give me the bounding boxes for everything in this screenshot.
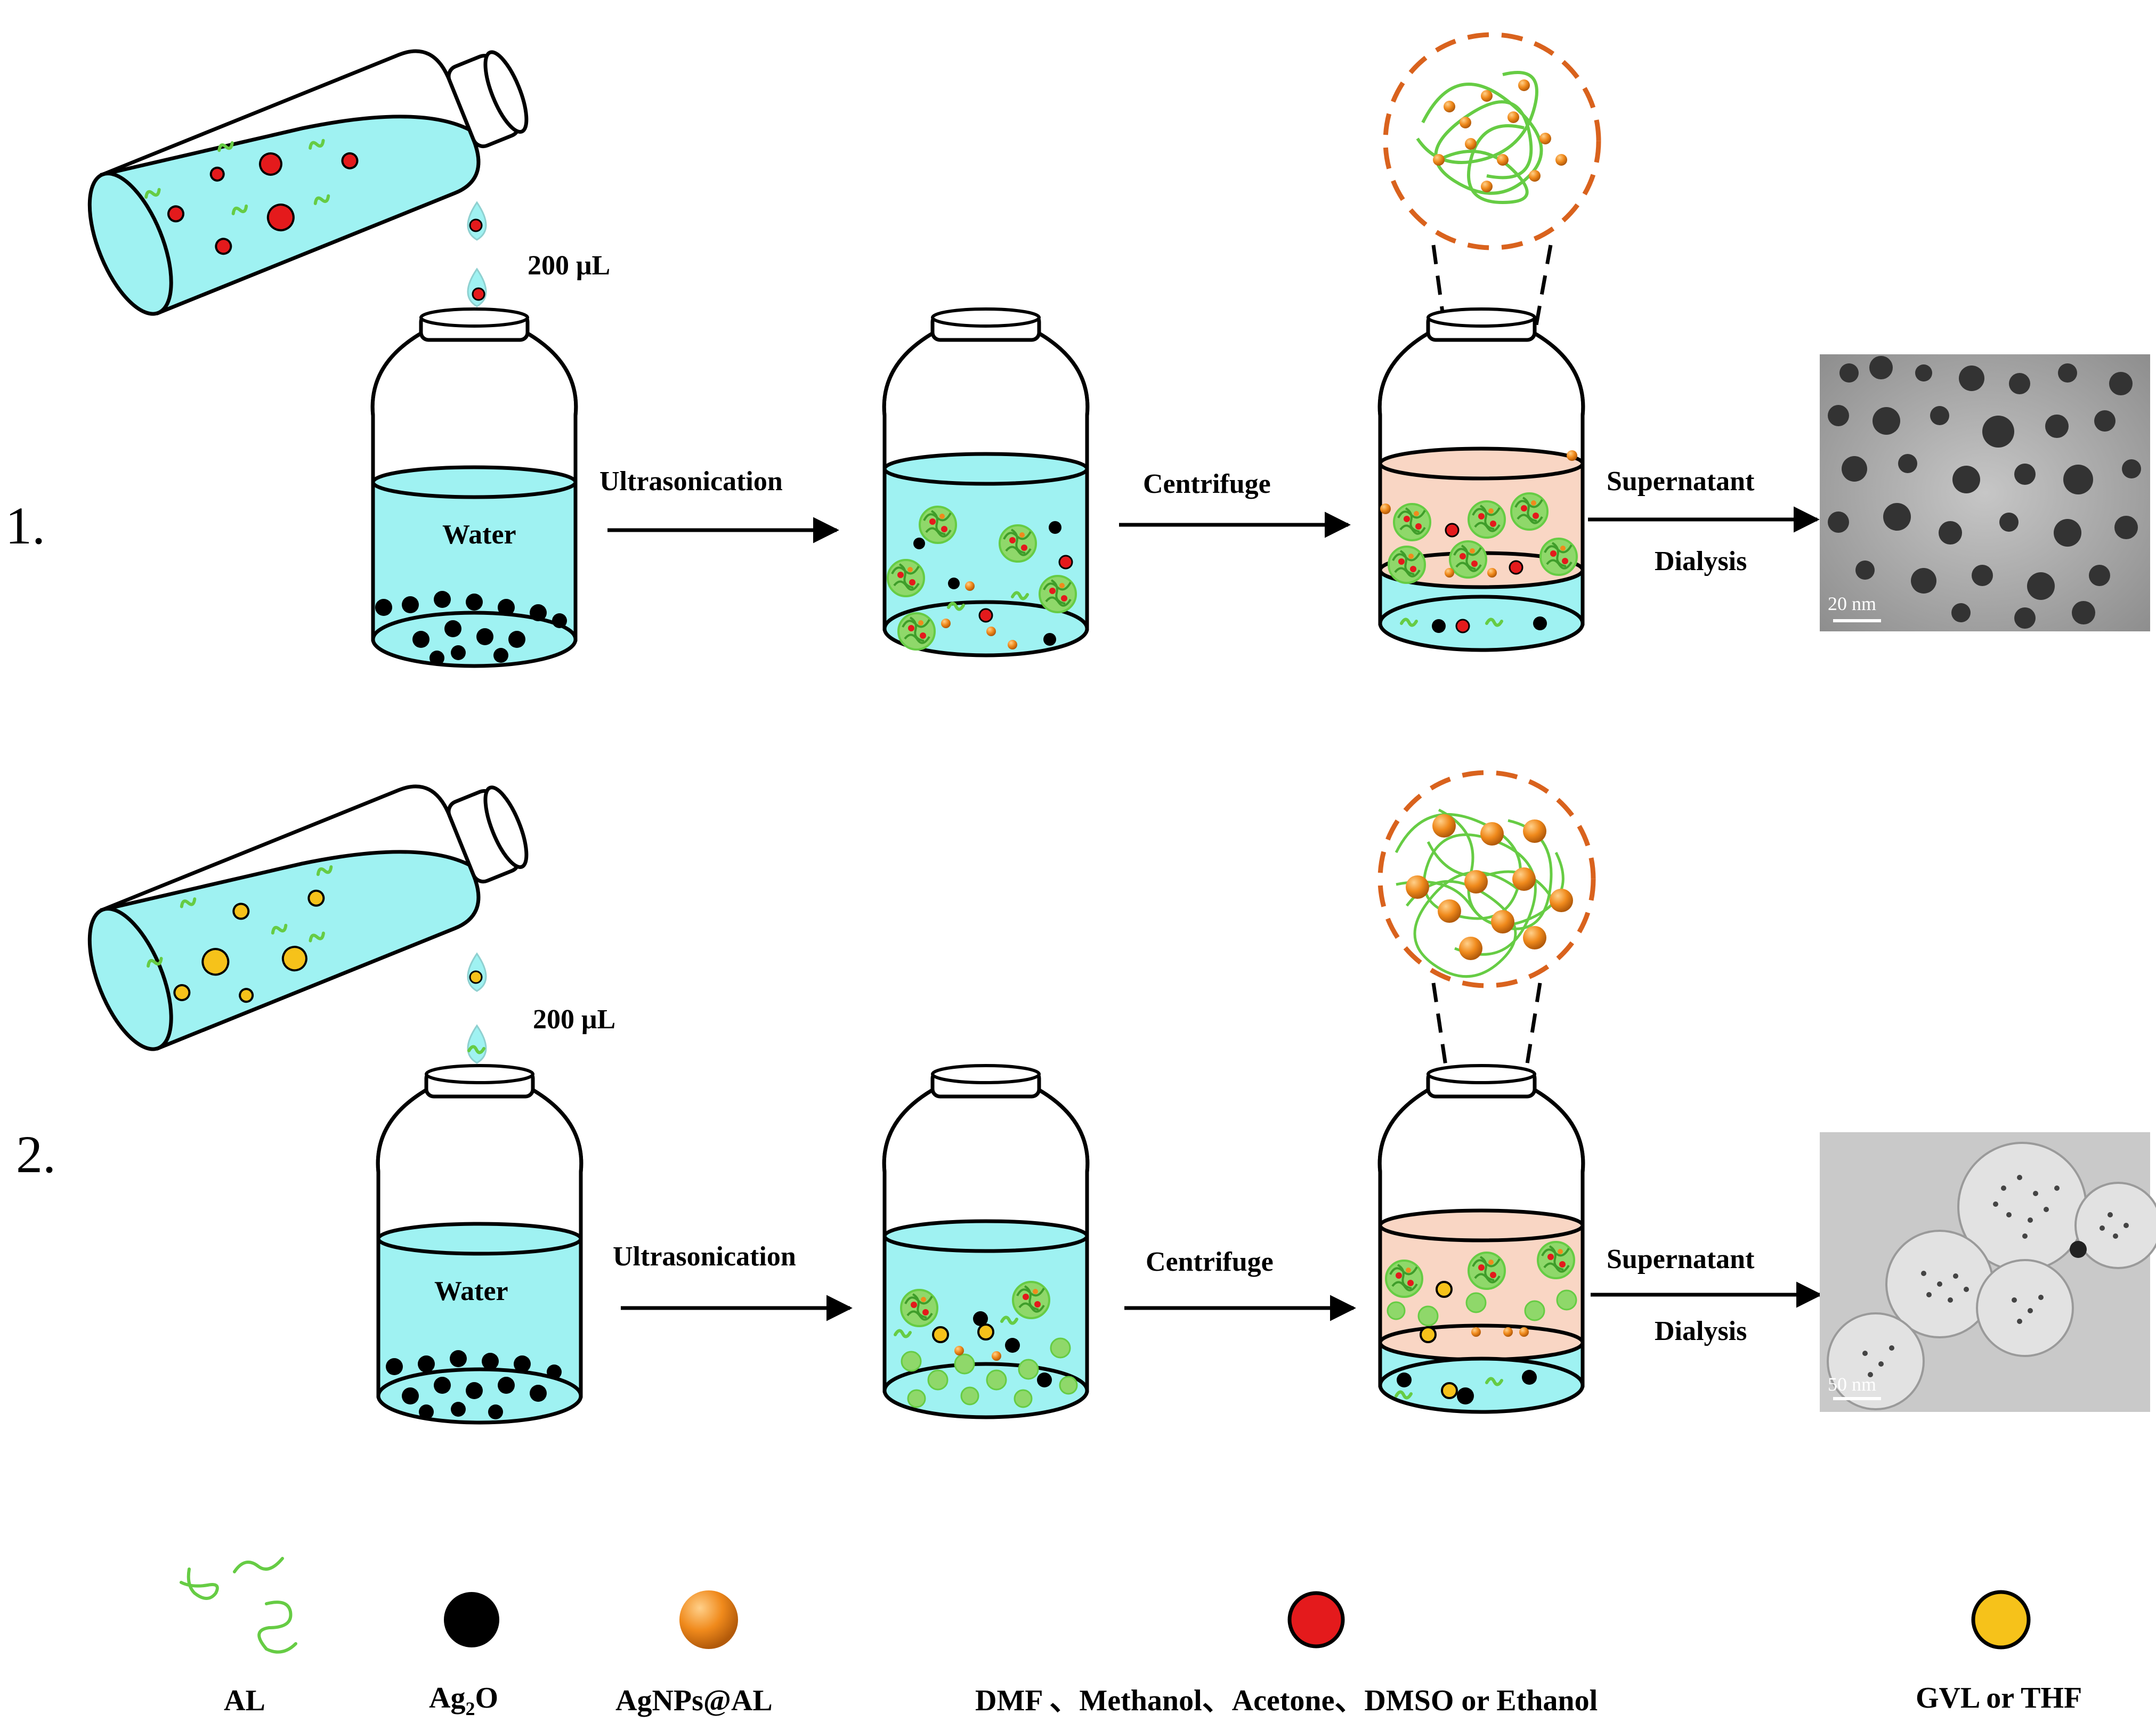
zoom-circle-2 bbox=[1377, 770, 1596, 1253]
step-dialysis-1: Dialysis bbox=[1655, 546, 1747, 576]
row-1-number: 1. bbox=[5, 496, 45, 555]
legend-solvent-group1-label: DMF 、Methanol、Acetone、DMSO or Ethanol bbox=[975, 1684, 1598, 1717]
legend-al-icon bbox=[180, 1557, 297, 1654]
legend-solvent-group2-icon bbox=[1971, 1590, 2031, 1650]
volume-label-2: 200 μL bbox=[533, 1004, 615, 1035]
step-centrifuge-1: Centrifuge bbox=[1143, 469, 1271, 499]
legend-ag2o-icon bbox=[444, 1592, 499, 1647]
legend: AL Ag2O AgNPs@AL DMF 、Methanol、Acetone、D… bbox=[180, 1557, 2082, 1719]
row-2-number: 2. bbox=[16, 1125, 56, 1184]
tem-image-1 bbox=[1820, 354, 2150, 631]
jar-ultrasonicated-1 bbox=[882, 307, 1090, 657]
row-1: 1. 200 μL bbox=[5, 32, 2150, 668]
legend-solvent-group2-label: GVL or THF bbox=[1916, 1682, 2082, 1715]
legend-agnps-icon bbox=[679, 1590, 738, 1649]
jar-ultrasonicated-2 bbox=[882, 1064, 1090, 1419]
jar-water-1 bbox=[370, 307, 578, 668]
scale-bar-2: 50 nm bbox=[1828, 1374, 1876, 1395]
source-bottle-1 bbox=[87, 49, 529, 316]
legend-agnps-label: AgNPs@AL bbox=[615, 1684, 773, 1717]
row-2: 2. 200 μL bbox=[16, 770, 2156, 1425]
water-label-1: Water bbox=[442, 519, 516, 550]
step-supernatant-2: Supernatant bbox=[1607, 1244, 1755, 1274]
water-label-2: Water bbox=[434, 1276, 508, 1306]
legend-ag2o-label: Ag2O bbox=[429, 1682, 498, 1719]
step-dialysis-2: Dialysis bbox=[1655, 1316, 1747, 1346]
jar-centrifuged-1 bbox=[1377, 307, 1585, 652]
legend-solvent-group1-icon bbox=[1287, 1591, 1345, 1648]
tem-image-2 bbox=[1820, 1132, 2156, 1412]
step-centrifuge-2: Centrifuge bbox=[1146, 1247, 1274, 1277]
volume-label-1: 200 μL bbox=[528, 250, 610, 281]
scale-bar-1: 20 nm bbox=[1828, 593, 1876, 614]
step-ultrasonication-1: Ultrasonication bbox=[599, 466, 783, 497]
jar-centrifuged-2 bbox=[1377, 1064, 1585, 1414]
source-bottle-2 bbox=[87, 784, 529, 1051]
step-ultrasonication-2: Ultrasonication bbox=[613, 1241, 796, 1272]
step-supernatant-1: Supernatant bbox=[1607, 466, 1755, 497]
legend-al-label: AL bbox=[224, 1684, 265, 1717]
jar-water-2 bbox=[376, 1064, 583, 1425]
